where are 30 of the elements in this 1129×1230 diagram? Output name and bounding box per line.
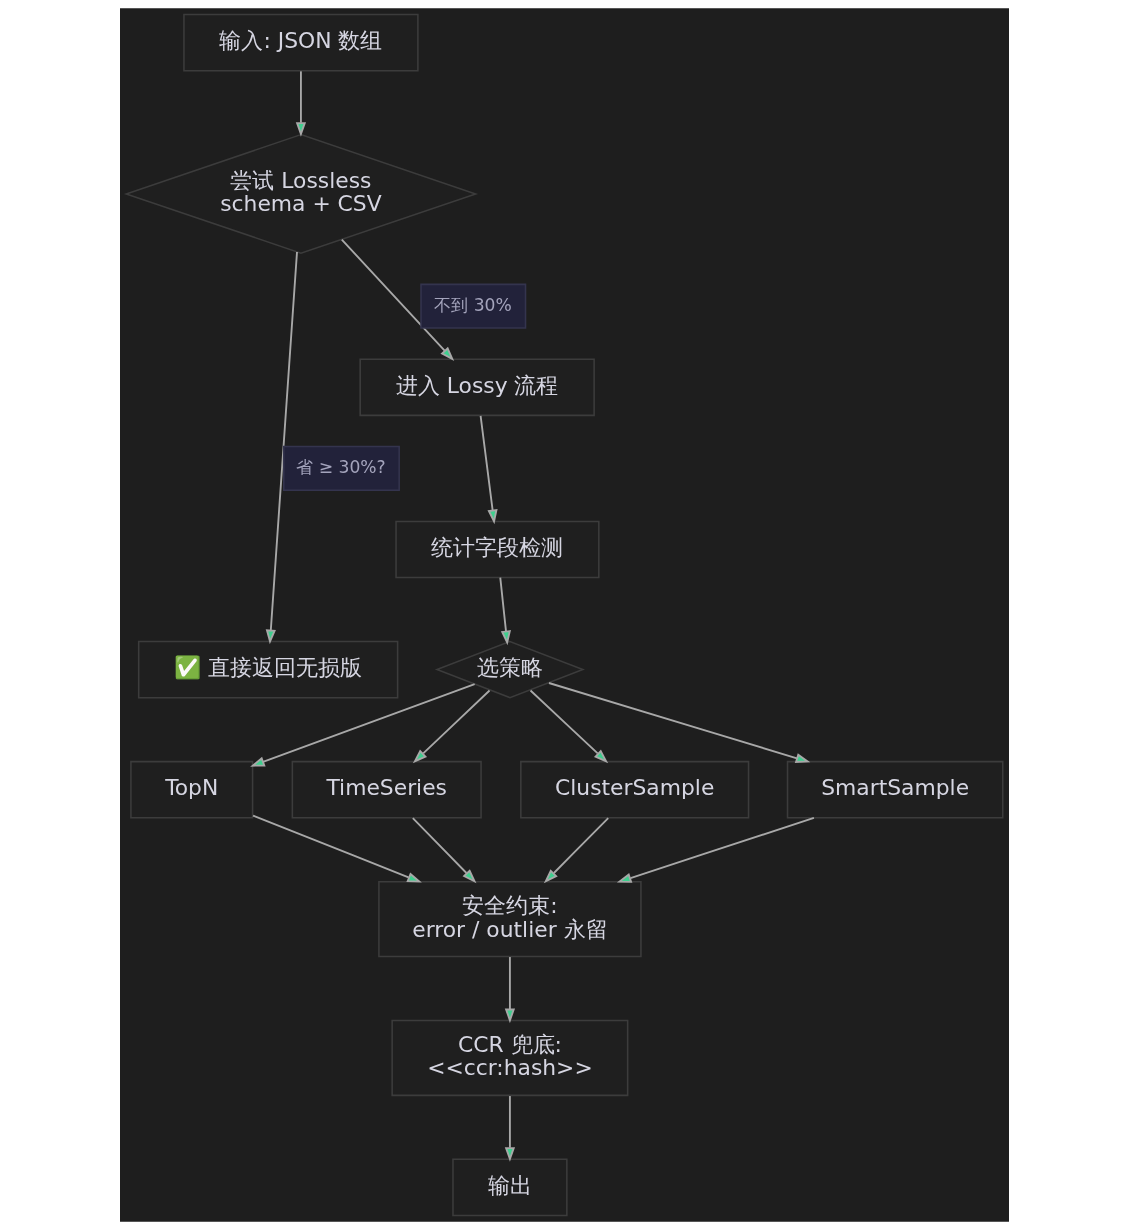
arrow	[340, 238, 455, 361]
arrow	[499, 576, 512, 646]
node-box: 安全约束: error / outlier 永留	[378, 880, 642, 958]
node-box: ✅ 直接返回无损版	[137, 640, 399, 699]
arrow	[295, 70, 307, 137]
node-diamond: 选策略	[434, 640, 585, 699]
arrow	[412, 689, 491, 764]
arrow	[616, 816, 815, 883]
arrow	[479, 414, 498, 525]
node-box: 统计字段检测	[395, 520, 600, 579]
edge-label: 省 ≥ 30%?	[296, 456, 386, 477]
arrow	[250, 683, 476, 767]
arrow	[504, 956, 516, 1024]
node-box: TimeSeries	[291, 760, 482, 819]
node-diamond: 尝试 Lossless schema + CSV	[123, 133, 479, 254]
arrow	[411, 817, 477, 884]
node-box: 输出	[452, 1158, 568, 1217]
arrow	[543, 817, 610, 884]
edge-label: 不到 30%	[434, 294, 512, 315]
node-box: ClusterSample	[520, 760, 750, 819]
arrow	[252, 814, 422, 883]
node-box: 输入: JSON 数组	[183, 13, 419, 72]
arrow	[529, 689, 609, 764]
arrow	[504, 1095, 516, 1162]
arrow	[265, 251, 298, 645]
node-box: SmartSample	[786, 760, 1004, 819]
node-box: CCR 兜底: <<ccr:hash>>	[391, 1019, 629, 1097]
node-box: 进入 Lossy 流程	[359, 358, 595, 417]
node-box: TopN	[130, 760, 254, 819]
arrow	[548, 682, 811, 763]
